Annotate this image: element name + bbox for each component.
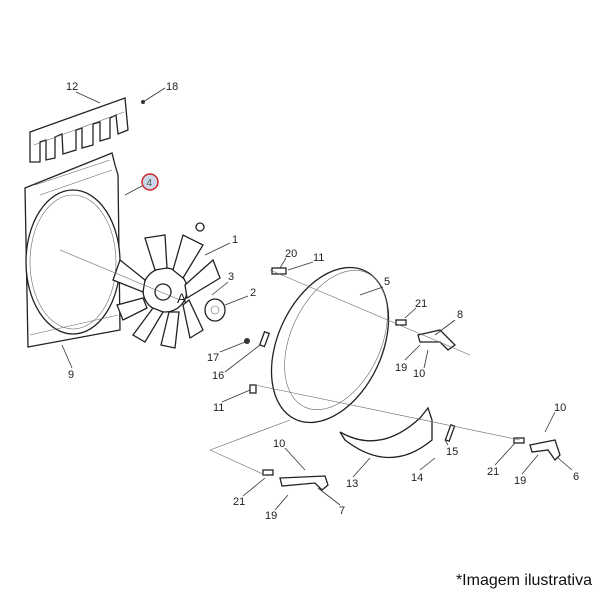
callout-4-highlight[interactable] [141,173,159,191]
part-6-bracket [529,439,561,462]
callout-10b: 10 [554,402,566,414]
callout-20: 20 [285,248,297,260]
callout-12: 12 [66,81,78,93]
part-1-fan: A [112,234,221,349]
callout-7: 7 [339,505,345,517]
part-11-clip [271,267,287,275]
part-7-bracket [279,475,329,491]
callout-8: 8 [457,309,463,321]
part-4-shroud [24,152,121,348]
part-17-nut [244,338,250,344]
part-5-ring [270,266,390,424]
callout-16: 16 [212,370,224,382]
part-11-clip-b [249,384,257,394]
callout-9: 9 [68,369,74,381]
part-2-hub [204,298,226,322]
callout-5: 5 [384,276,390,288]
part-8-bracket [417,329,457,351]
callout-13: 13 [346,478,358,490]
fasteners [141,100,525,476]
bolt-icon [195,222,205,232]
leader-lines [59,87,573,511]
callout-10c: 10 [273,438,285,450]
callout-4[interactable]: 4 [147,178,153,189]
callout-10: 10 [413,368,425,380]
callout-2: 2 [250,287,256,299]
callout-11: 11 [313,252,324,264]
callout-21b: 21 [487,466,499,478]
part-12-bracket [29,97,129,163]
callout-21c: 21 [233,496,245,508]
callout-1: 1 [232,234,238,246]
part-21-spacer [395,319,407,326]
part-21-spacer-b [513,437,525,444]
part-15-pin [444,423,456,443]
callout-15: 15 [446,446,458,458]
callout-21: 21 [415,298,427,310]
callout-6: 6 [573,471,579,483]
callout-18: 18 [166,81,178,93]
part-13-segment [339,406,433,459]
illustrative-image-caption: *Imagem ilustrativa [455,572,592,589]
callout-11b: 11 [213,402,224,414]
callout-19: 19 [395,362,407,374]
part-21-spacer-c [262,469,274,476]
callout-3: 3 [228,271,234,283]
callout-19c: 19 [265,510,277,522]
callout-19b: 19 [514,475,526,487]
part-16-pin [258,330,271,348]
callout-17: 17 [207,352,219,364]
detail-marker-a: A [177,290,187,306]
callout-14: 14 [411,472,423,484]
